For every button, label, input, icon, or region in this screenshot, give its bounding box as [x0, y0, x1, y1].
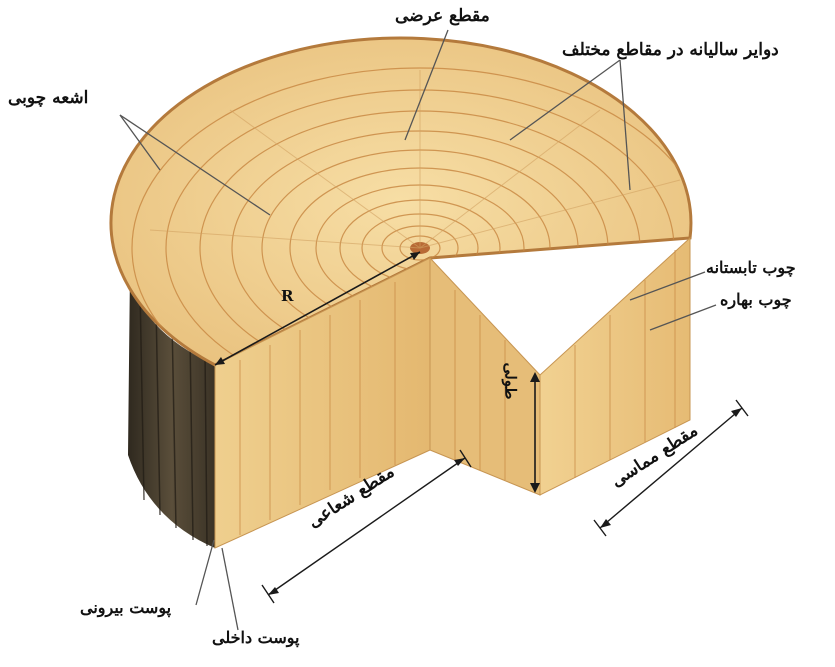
- label-spring-wood: چوب بهاره: [720, 290, 792, 309]
- label-summer-wood: چوب تابستانه: [706, 258, 796, 277]
- label-radius: R: [281, 287, 293, 305]
- radial-section-face: [430, 258, 540, 495]
- label-annual-rings: دوایر سالیانه در مقاطع مختلف: [562, 40, 779, 60]
- label-wood-rays: اشعه چوبی: [8, 88, 88, 108]
- label-longitudinal: طولی: [501, 363, 519, 400]
- label-inner-bark: پوست داخلی: [212, 628, 300, 647]
- label-outer-bark: پوست بیرونی: [80, 598, 171, 617]
- label-cross-section: مقطع عرضی: [395, 6, 490, 26]
